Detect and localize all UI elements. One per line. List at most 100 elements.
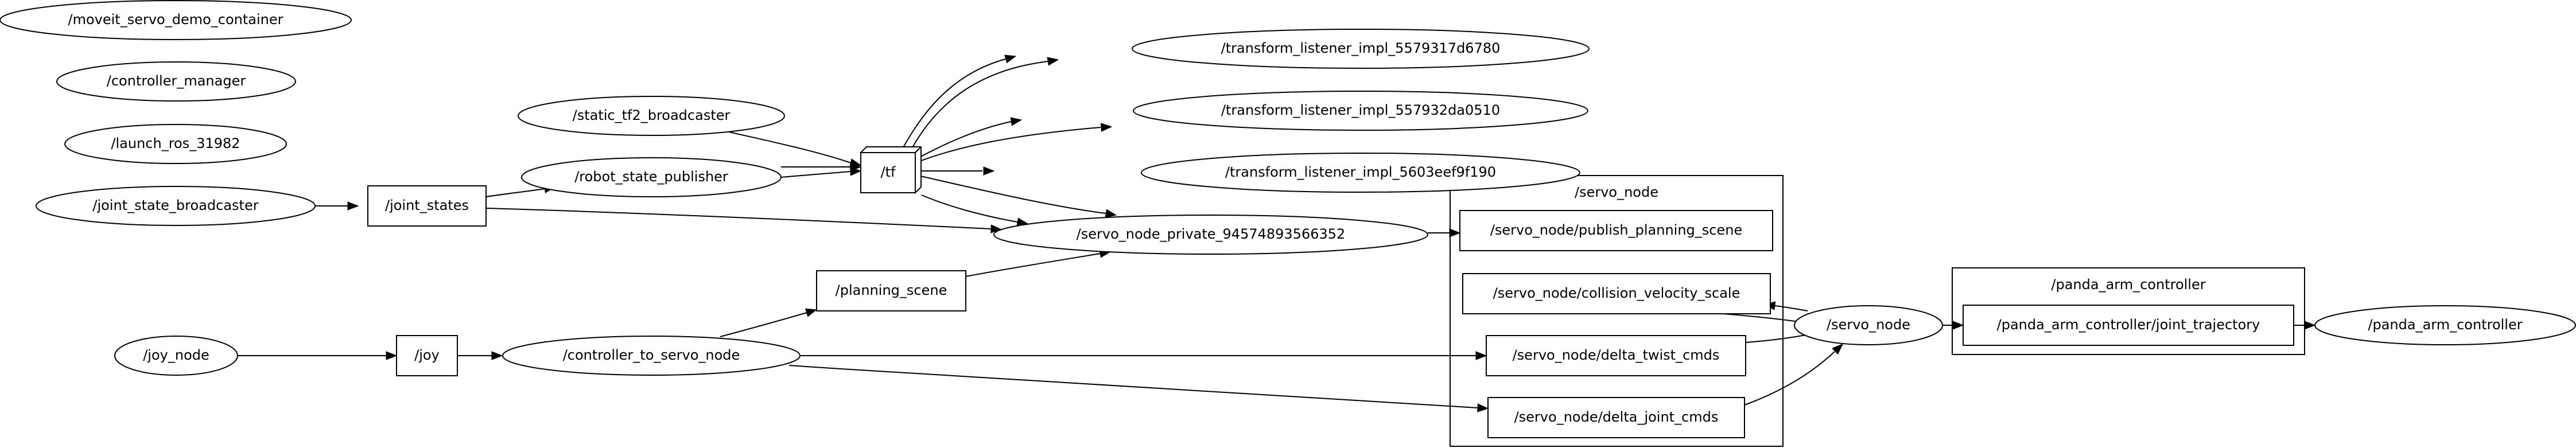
topic-box [1486,335,1746,376]
node-label: /joint_state_broadcaster [92,197,258,213]
node-servo-node[interactable]: /servo_node [1794,305,1943,345]
node-ellipse [2314,305,2576,345]
node-label: /moveit_servo_demo_container [68,11,283,28]
node-tl-3[interactable]: /transform_listener_impl_5603eef9f190 [1141,153,1580,193]
arrowhead [1047,57,1059,66]
arrowhead [1475,351,1487,360]
node-label: /launch_ros_31982 [111,135,240,151]
edge-joint-states-to-servo-private [485,208,1003,233]
cluster-servo-node-cluster: /servo_node [1450,175,1784,447]
topic-stack-edge [915,146,922,153]
edge-line [1744,351,1835,406]
edge-joint-state-broadcaster-to-joint-states [314,201,359,211]
edge-tf-to-servo-private [915,174,1117,218]
node-ellipse [518,96,785,136]
edge-delta-joint-cmds-to-servo-node [1744,344,1844,406]
node-label: /planning_scene [836,282,947,298]
edge-tf-to-tl-2 [915,117,1023,160]
node-label: /joy [414,347,440,363]
node-label: /servo_node/collision_velocity_scale [1493,285,1740,301]
node-joint-trajectory[interactable]: /panda_arm_controller/joint_trajectory [1963,305,2294,346]
node-label: /transform_listener_impl_557932da0510 [1221,102,1500,118]
edge-line [900,59,1006,153]
node-tf[interactable]: /tf [859,146,922,194]
node-publish-planning-scene[interactable]: /servo_node/publish_planning_scene [1459,210,1773,251]
node-label: /transform_listener_impl_5579317d6780 [1221,40,1501,56]
node-joint-states[interactable]: /joint_states [367,185,487,227]
topic-box [1459,210,1773,251]
edge-robot-state-publisher-to-tf [780,167,862,178]
edge-line [915,127,1101,163]
node-ellipse [36,186,316,226]
edge-line [485,188,546,197]
node-moveit-servo-demo-container[interactable]: /moveit_servo_demo_container [0,0,352,40]
node-ellipse [1132,29,1590,69]
edge-static-tf2-broadcaster-to-tf [728,131,862,167]
node-label: /joint_states [385,197,469,213]
node-tl-1[interactable]: /transform_listener_impl_5579317d6780 [1132,29,1590,69]
node-joy-node[interactable]: /joy_node [114,336,238,376]
node-label: /tf [881,164,896,180]
edge-tf-to-tl-3 [915,166,995,176]
node-joint-state-broadcaster[interactable]: /joint_state_broadcaster [36,186,316,226]
node-servo-private[interactable]: /servo_node_private_94574893566352 [993,215,1428,255]
node-label: /controller_to_servo_node [563,347,740,363]
node-ellipse [64,124,287,164]
arrowhead [983,166,995,176]
node-static-tf2-broadcaster[interactable]: /static_tf2_broadcaster [518,96,785,136]
arrowhead [1101,123,1113,132]
node-label: /static_tf2_broadcaster [573,107,731,123]
arrowhead [805,308,818,317]
edge-line [788,365,1478,408]
arrowhead [1832,344,1844,355]
edge-controller-to-servo-node-to-delta-twist-cmds [800,351,1487,360]
node-ellipse [114,336,238,376]
topic-box [1462,273,1771,314]
edge-tf-to-tl-2 [915,123,1113,163]
node-label: /controller_manager [107,73,246,89]
node-robot-state-publisher[interactable]: /robot_state_publisher [521,157,782,197]
edge-line [780,171,851,178]
edge-line [909,61,1048,153]
node-panda-arm-controller[interactable]: /panda_arm_controller [2314,305,2576,345]
arrowhead [1449,228,1461,237]
node-launch-ros-31982[interactable]: /launch_ros_31982 [64,124,287,164]
node-controller-manager[interactable]: /controller_manager [56,61,296,102]
node-controller-to-servo-node[interactable]: /controller_to_servo_node [502,336,801,376]
arrowhead [491,351,503,360]
node-delta-joint-cmds[interactable]: /servo_node/delta_joint_cmds [1487,397,1745,438]
node-tl-2[interactable]: /transform_listener_impl_557932da0510 [1133,91,1588,131]
arrowhead [347,201,359,211]
node-ellipse [1133,91,1588,131]
node-ellipse [0,0,352,40]
node-label: /servo_node/delta_twist_cmds [1513,347,1720,363]
node-ellipse [993,215,1428,255]
node-ellipse [521,157,782,197]
node-label: /panda_arm_controller [2368,317,2522,333]
arrowhead [1477,403,1489,412]
node-delta-twist-cmds[interactable]: /servo_node/delta_twist_cmds [1486,335,1746,376]
arrowhead [1952,321,1964,330]
edge-servo-node-to-joint-trajectory [1942,321,1964,330]
node-joy[interactable]: /joy [396,335,458,376]
arrowhead [1004,54,1017,64]
cluster-box [1450,175,1784,447]
arrowhead [1010,117,1023,126]
node-label: /servo_node/publish_planning_scene [1490,222,1742,238]
node-collision-velocity-scale[interactable]: /servo_node/collision_velocity_scale [1462,273,1771,314]
edge-planning-scene-to-servo-private [965,249,1112,277]
edges [237,54,2316,412]
edge-tf-to-tl-1 [909,57,1059,153]
edge-controller-to-servo-node-to-delta-joint-cmds [788,365,1489,412]
node-planning-scene[interactable]: /planning_scene [816,270,966,311]
arrowhead [2304,321,2316,330]
node-label: /joy_node [143,347,209,363]
edge-robot-state-publisher-to-tf [780,162,862,172]
topic-box [816,270,966,311]
edge-line [921,194,1018,223]
node-label: /robot_state_publisher [574,169,728,185]
edge-line [720,312,807,337]
nodes: /moveit_servo_demo_container/controller_… [0,0,2576,438]
edge-line [915,174,1106,214]
